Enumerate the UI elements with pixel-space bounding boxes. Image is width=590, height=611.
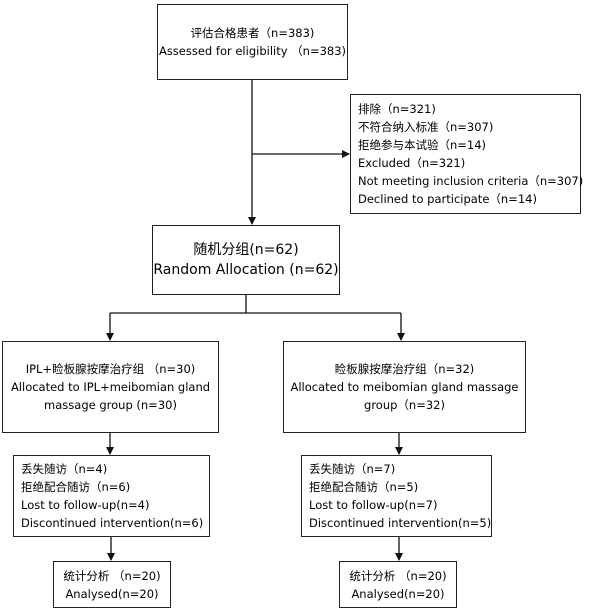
lost-a-line-4: Discontinued intervention(n=6) [21, 516, 204, 530]
lost-a-box: 丢失随访（n=4) 拒绝配合随访（n=6) Lost to follow-up(… [13, 455, 210, 537]
group-a-line-cn: IPL+睑板腺按摩治疗组 （n=30) [25, 362, 196, 376]
lost-b-line-2: 拒绝配合随访（n=5) [309, 480, 419, 494]
assessed-line-cn: 评估合格患者（n=383) [190, 26, 315, 40]
assessed-box: 评估合格患者（n=383) Assessed for eligibility （… [157, 4, 348, 80]
assessed-line-en: Assessed for eligibility （n=383) [158, 44, 347, 58]
excluded-line-4: Excluded（n=321) [358, 156, 466, 170]
lost-b-line-3: Lost to follow-up(n=7) [309, 498, 438, 512]
excluded-box: 排除（n=321) 不符合纳入标准（n=307) 拒绝参与本试验（n=14) E… [350, 94, 584, 214]
group-b-box: 睑板腺按摩治疗组（n=32) Allocated to meibomian gl… [283, 341, 526, 433]
analysed-b-box: 统计分析 （n=20) Analysed(n=20) [339, 561, 457, 608]
group-a-box: IPL+睑板腺按摩治疗组 （n=30) Allocated to IPL+mei… [2, 341, 219, 433]
lost-a-line-3: Lost to follow-up(n=4) [21, 498, 150, 512]
analysed-a-line-cn: 统计分析 （n=20) [63, 568, 161, 583]
lost-b-box: 丢失随访（n=7) 拒绝配合随访（n=5) Lost to follow-up(… [301, 455, 492, 537]
random-allocation-box: 随机分组(n=62) Random Allocation (n=62) [152, 225, 340, 295]
lost-a-line-1: 丢失随访（n=4) [21, 462, 108, 476]
excluded-line-1: 排除（n=321) [358, 102, 436, 116]
excluded-line-5: Not meeting inclusion criteria（n=307) [358, 174, 584, 188]
lost-b-line-4: Discontinued intervention(n=5) [309, 516, 492, 530]
excluded-line-2: 不符合纳入标准（n=307) [358, 120, 494, 134]
analysed-a-line-en: Analysed(n=20) [65, 586, 159, 601]
analysed-b-line-cn: 统计分析 （n=20) [349, 568, 447, 583]
lost-a-line-2: 拒绝配合随访（n=6) [21, 480, 131, 494]
random-line-cn: 随机分组(n=62) [193, 242, 299, 258]
lost-b-line-1: 丢失随访（n=7) [309, 462, 396, 476]
random-line-en: Random Allocation (n=62) [153, 262, 339, 278]
analysed-b-line-en: Analysed(n=20) [351, 586, 445, 601]
excluded-line-3: 拒绝参与本试验（n=14) [358, 138, 487, 152]
excluded-line-6: Declined to participate（n=14) [358, 192, 537, 206]
group-a-line-en: Allocated to IPL+meibomian gland massage… [10, 380, 211, 412]
group-b-line-en: Allocated to meibomian gland massage gro… [290, 380, 519, 412]
group-b-line-cn: 睑板腺按摩治疗组（n=32) [334, 362, 475, 376]
analysed-a-box: 统计分析 （n=20) Analysed(n=20) [53, 561, 171, 608]
